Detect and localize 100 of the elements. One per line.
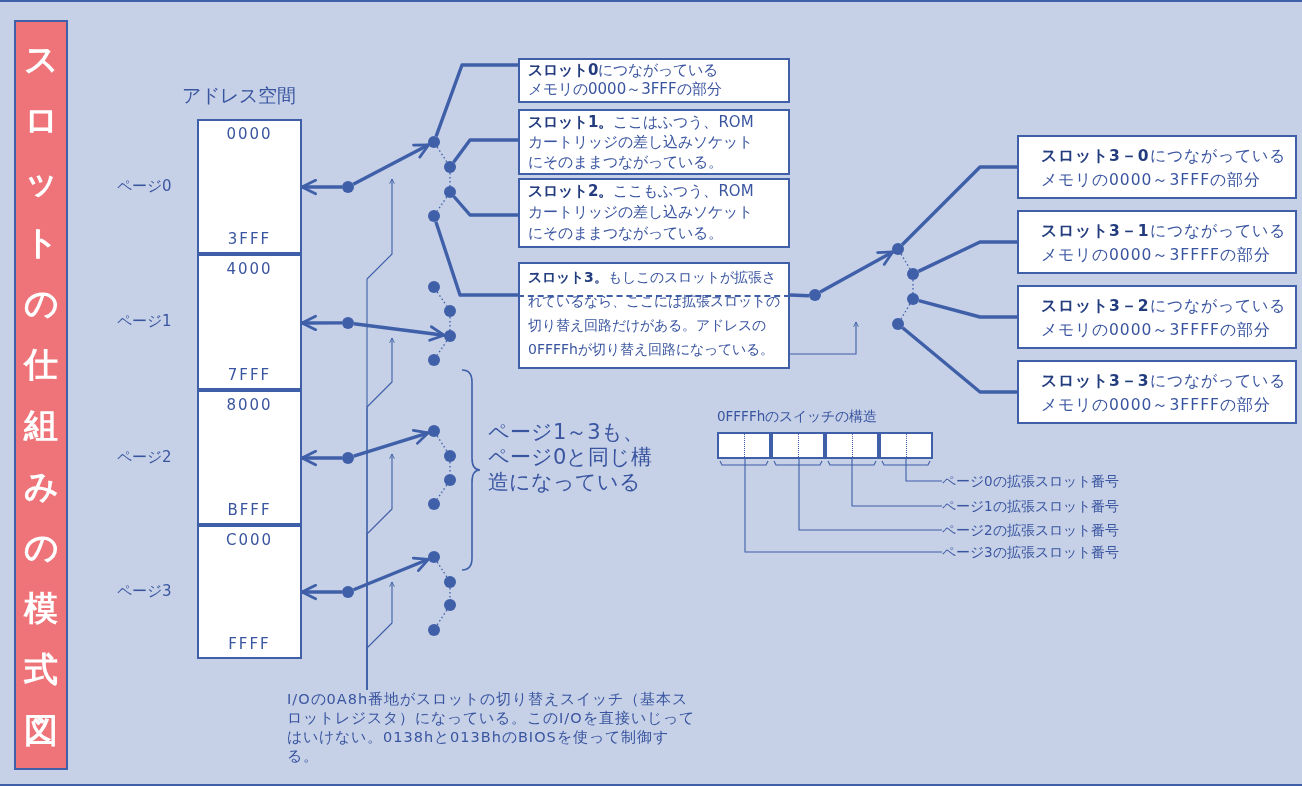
switch-dot — [428, 281, 440, 293]
leader-text: ページ0の拡張スロット番号 — [942, 472, 1120, 491]
register-cell — [771, 432, 825, 459]
connector-line — [434, 221, 518, 297]
page-label: ページ1 — [117, 312, 172, 331]
arrow — [819, 250, 895, 294]
connector-line — [452, 138, 518, 164]
dotted-line — [436, 146, 448, 163]
page-label: ページ0 — [117, 176, 172, 196]
switch-dot — [428, 136, 440, 148]
dotted-line — [436, 435, 448, 452]
connector-line — [452, 195, 518, 217]
address-text: 7FFF — [227, 366, 272, 384]
slot-box — [518, 178, 790, 248]
switch-dot — [892, 318, 904, 330]
arrow — [352, 556, 430, 592]
leader-text: ページ3の拡張スロット番号 — [942, 543, 1120, 562]
switch-dot — [444, 450, 456, 462]
slot-description: スロット0につながっているメモリの0000～3FFFの部分 — [528, 61, 723, 99]
switch-dot — [428, 210, 440, 222]
slot-description: スロット3－1につながっているメモリの0000～3FFFFの部分 — [1041, 221, 1287, 266]
page-label: ページ3 — [117, 582, 172, 601]
dotted-line — [449, 587, 451, 600]
address-text: 8000 — [226, 396, 273, 414]
dotted-line — [449, 316, 451, 331]
switch-dot — [342, 586, 354, 598]
connector-line — [901, 326, 1017, 394]
switch-dot — [428, 498, 440, 510]
arrow — [353, 429, 430, 458]
arrow — [353, 322, 446, 342]
dotted-line — [912, 279, 914, 294]
switch-dot — [342, 317, 354, 329]
slot-box — [518, 58, 790, 103]
register-cell — [879, 432, 933, 459]
dotted-line — [436, 609, 448, 626]
dotted-line — [449, 172, 451, 187]
connector-line — [434, 63, 518, 137]
heading: アドレス空間 — [182, 83, 297, 108]
memory-page-box — [197, 254, 302, 390]
dotted-line — [436, 291, 448, 307]
switch-dot — [907, 293, 919, 305]
expansion-slot-box — [1017, 135, 1297, 199]
page-label: ページ2 — [117, 447, 172, 467]
switch-dot — [444, 161, 456, 173]
expansion-slot-box — [1017, 285, 1297, 349]
switch-dot — [428, 624, 440, 636]
slot-description: スロット3－2につながっているメモリの0000～3FFFFの部分 — [1041, 296, 1287, 341]
register-heading: 0FFFFhのスイッチの構造 — [717, 407, 879, 425]
title-band — [14, 20, 68, 770]
switch-dot — [444, 305, 456, 317]
leader-text: ページ1の拡張スロット番号 — [942, 497, 1120, 516]
dotted-line — [436, 196, 448, 212]
connector-line — [901, 165, 1017, 246]
slot-box — [518, 109, 790, 175]
switch-dot — [892, 243, 904, 255]
switch-dot — [428, 425, 440, 437]
address-text: BFFF — [227, 501, 272, 519]
expansion-slot-box — [1017, 360, 1297, 424]
dotted-line — [436, 561, 448, 578]
slot-description: スロット2。ここもふつう、ROMカートリッジの差し込みソケットにそのままつながっている。 — [528, 181, 755, 244]
address-text: C000 — [225, 531, 274, 549]
brace-note: ページ1～3も、ページ0と同じ構造になっている — [488, 420, 654, 495]
register-cell — [717, 432, 771, 459]
switch-dot — [444, 474, 456, 486]
dotted-line — [900, 253, 911, 270]
switch-dot — [809, 289, 821, 301]
slot-description: スロット3。もしこのスロットが拡張されているなら、ここには拡張スロットの切り替え回路だけがある。アドレスの0FFFFhが切り替え回路になっている。 — [528, 268, 781, 359]
leader-line — [744, 458, 943, 553]
leader-line — [905, 458, 943, 482]
switch-dot — [428, 551, 440, 563]
slot-box — [518, 262, 790, 369]
memory-page-box — [197, 119, 302, 254]
switch-dot — [342, 452, 354, 464]
dotted-line — [449, 461, 451, 475]
switch-dot — [444, 599, 456, 611]
connector-line — [789, 293, 810, 298]
switch-dot — [907, 268, 919, 280]
expansion-slot-box — [1017, 210, 1297, 274]
dotted-line — [436, 340, 448, 356]
switch-dot — [444, 576, 456, 588]
dotted-line — [436, 484, 448, 500]
connector-line — [917, 240, 1017, 273]
connector-line — [918, 298, 1017, 319]
slot-description: スロット3－0につながっているメモリの0000～3FFFの部分 — [1041, 146, 1287, 191]
memory-page-box — [197, 390, 302, 525]
note-text: I/Oの0A8h番地がスロットの切り替えスイッチ（基本スロットレジスタ）になっている。このI/Oを直接いじってはいけない。0138hと013BhのBIOSを使って制御する。 — [287, 690, 696, 766]
slot-description: スロット3－3につながっているメモリの0000～3FFFFの部分 — [1041, 371, 1287, 416]
leader-line — [851, 458, 943, 507]
leader-line — [798, 458, 943, 531]
address-text: 3FFF — [227, 230, 272, 248]
arrow — [352, 143, 431, 186]
title-text: スロットの仕組みの模式図 — [23, 38, 59, 752]
address-text: FFFF — [228, 635, 271, 653]
switch-dot — [444, 330, 456, 342]
switch-dot — [444, 186, 456, 198]
memory-page-box — [197, 525, 302, 659]
slot-description: スロット1。ここはふつう、ROMカートリッジの差し込みソケットにそのままつながっている。 — [528, 112, 755, 172]
switch-dot — [428, 354, 440, 366]
register-cell — [825, 432, 879, 459]
address-text: 0000 — [226, 125, 273, 143]
